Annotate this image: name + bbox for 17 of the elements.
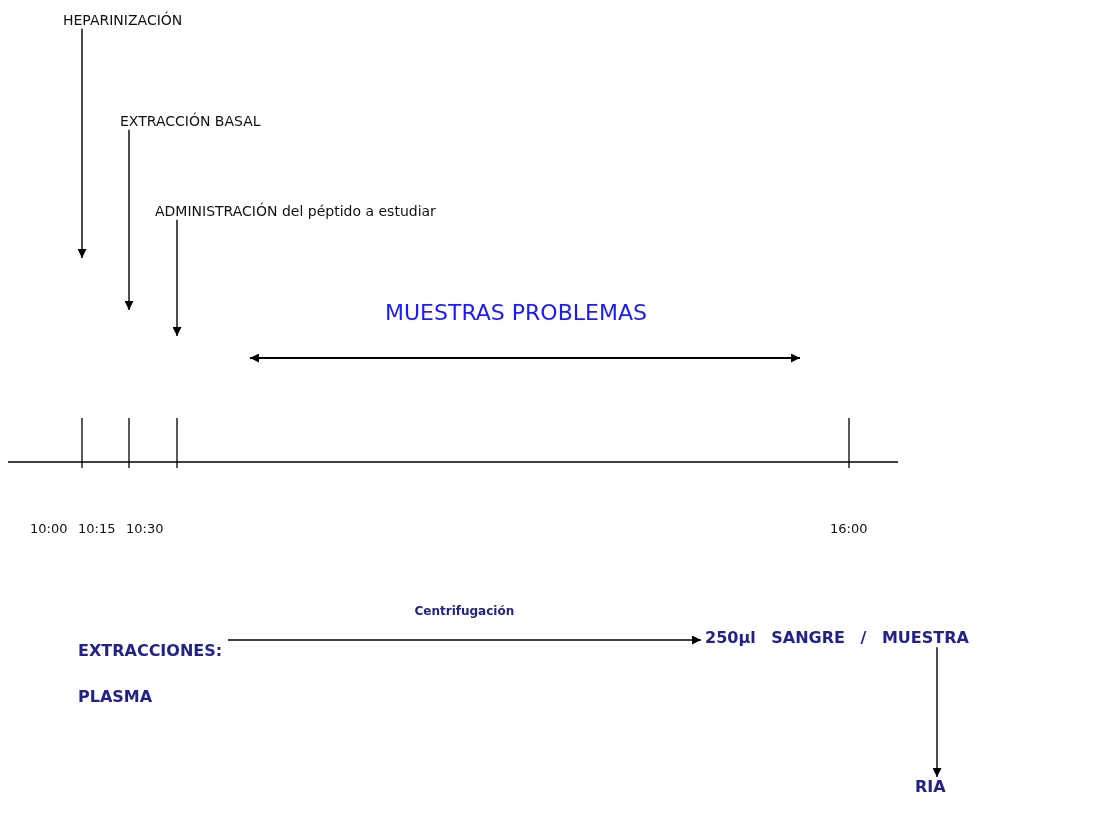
- arrow: [932, 646, 942, 778]
- time-label: 10:15: [78, 521, 116, 536]
- step-label: EXTRACCIÓN BASAL: [120, 113, 261, 130]
- time-label: 16:00: [830, 521, 868, 536]
- edge-label: Centrifugación: [414, 604, 515, 618]
- step-label: EXTRACCIONES: PLASMA: [78, 628, 228, 720]
- range-label: MUESTRAS PROBLEMAS: [385, 300, 647, 325]
- step-label: HEPARINIZACIÓN: [63, 12, 183, 29]
- step-label: ADMINISTRACIÓN del péptido a estudiar: [155, 203, 436, 220]
- arrow: [77, 28, 87, 259]
- step-label: 250µl SANGRE / MUESTRA: [705, 628, 969, 648]
- arrow: [227, 635, 702, 645]
- time-label: 10:30: [126, 521, 164, 536]
- time-label: 10:00: [30, 521, 68, 536]
- step-label: RIA: [915, 777, 946, 797]
- arrow: [172, 219, 182, 337]
- arrow: [124, 129, 134, 311]
